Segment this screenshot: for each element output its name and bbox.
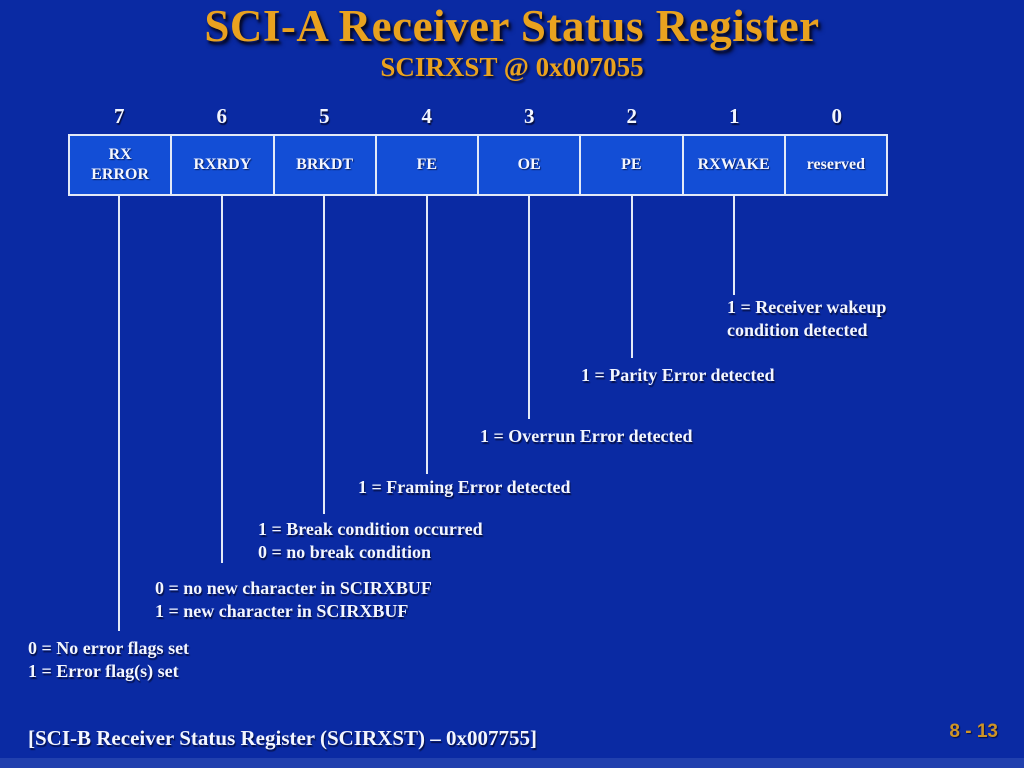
bit-number-4: 4 (421, 104, 433, 128)
bit-number-3: 3 (524, 104, 535, 128)
annotation-line: 0 = no new character in SCIRXBUF (155, 578, 432, 598)
bit6-connector-line (221, 196, 223, 563)
register-cell-rxrdy: RXRDY (172, 136, 275, 194)
register-cell-label: RX ERROR (91, 146, 150, 183)
register-cell-label: RXRDY (193, 156, 252, 173)
annotation-bit3-oe: 1 = Overrun Error detected (480, 425, 693, 448)
bit1-connector-line (733, 196, 735, 295)
register-cell-label: FE (416, 156, 438, 173)
register-cell-label: OE (517, 156, 541, 173)
bit-number-7: 7 (114, 104, 125, 128)
annotation-line: 1 = new character in SCIRXBUF (155, 601, 409, 621)
bit-number-2: 2 (626, 104, 638, 128)
register-cell-reserved: reserved (786, 136, 886, 194)
bit7-connector-line (118, 196, 120, 631)
page-number: 8 - 13 (949, 721, 998, 742)
register-cell-fe: FE (377, 136, 479, 194)
annotation-line: 1 = Parity Error detected (581, 365, 775, 385)
annotation-bit5-brkdt: 1 = Break condition occurred 0 = no brea… (258, 518, 483, 564)
annotation-line: 1 = Break condition occurred (258, 519, 483, 539)
register-cell-pe: PE (581, 136, 684, 194)
annotation-line: 0 = no break condition (258, 542, 431, 562)
register-cell-label: reserved (806, 156, 866, 173)
bit4-connector-line (426, 196, 428, 474)
annotation-line: 0 = No error flags set (28, 638, 190, 658)
bit3-connector-line (528, 196, 530, 419)
footer-note: [SCI-B Receiver Status Register (SCIRXST… (28, 726, 538, 750)
register-cell-rxerror: RX ERROR (70, 136, 173, 194)
annotation-bit6-rxrdy: 0 = no new character in SCIRXBUF 1 = new… (155, 577, 432, 623)
bit-number-6: 6 (216, 104, 228, 128)
bottom-accent-bar (0, 758, 1024, 768)
bit-number-5: 5 (319, 104, 330, 128)
slide-subtitle: SCIRXST @ 0x007055 (380, 52, 644, 82)
annotation-bit4-fe: 1 = Framing Error detected (358, 476, 571, 499)
register-cell-label: PE (621, 156, 642, 173)
bit-number-1: 1 (729, 104, 740, 128)
annotation-bit7-rxerror: 0 = No error flags set 1 = Error flag(s)… (28, 637, 189, 683)
register-cell-label: BRKDT (296, 156, 354, 173)
bit-number-row: 7 6 5 4 3 2 1 0 (68, 104, 888, 129)
annotation-bit2-pe: 1 = Parity Error detected (581, 364, 775, 387)
slide-title: SCI-A Receiver Status Register (204, 1, 820, 51)
bit2-connector-line (631, 196, 633, 358)
annotation-line: 1 = Receiver wakeup (727, 297, 887, 317)
annotation-bit1-rxwake: 1 = Receiver wakeup condition detected (727, 296, 886, 342)
register-cell-brkdt: BRKDT (275, 136, 377, 194)
bit5-connector-line (323, 196, 325, 514)
bit-number-0: 0 (831, 104, 843, 128)
annotation-line: 1 = Overrun Error detected (480, 426, 693, 446)
register-cell-label: RXWAKE (697, 156, 770, 173)
annotation-line: 1 = Framing Error detected (358, 477, 571, 497)
annotation-line: condition detected (727, 320, 868, 340)
annotation-line: 1 = Error flag(s) set (28, 661, 179, 681)
register-cell-oe: OE (479, 136, 582, 194)
register-cell-rxwake: RXWAKE (684, 136, 786, 194)
register-box: RX ERROR RXRDY BRKDT FE OE PE RXWAKE res… (68, 134, 888, 196)
